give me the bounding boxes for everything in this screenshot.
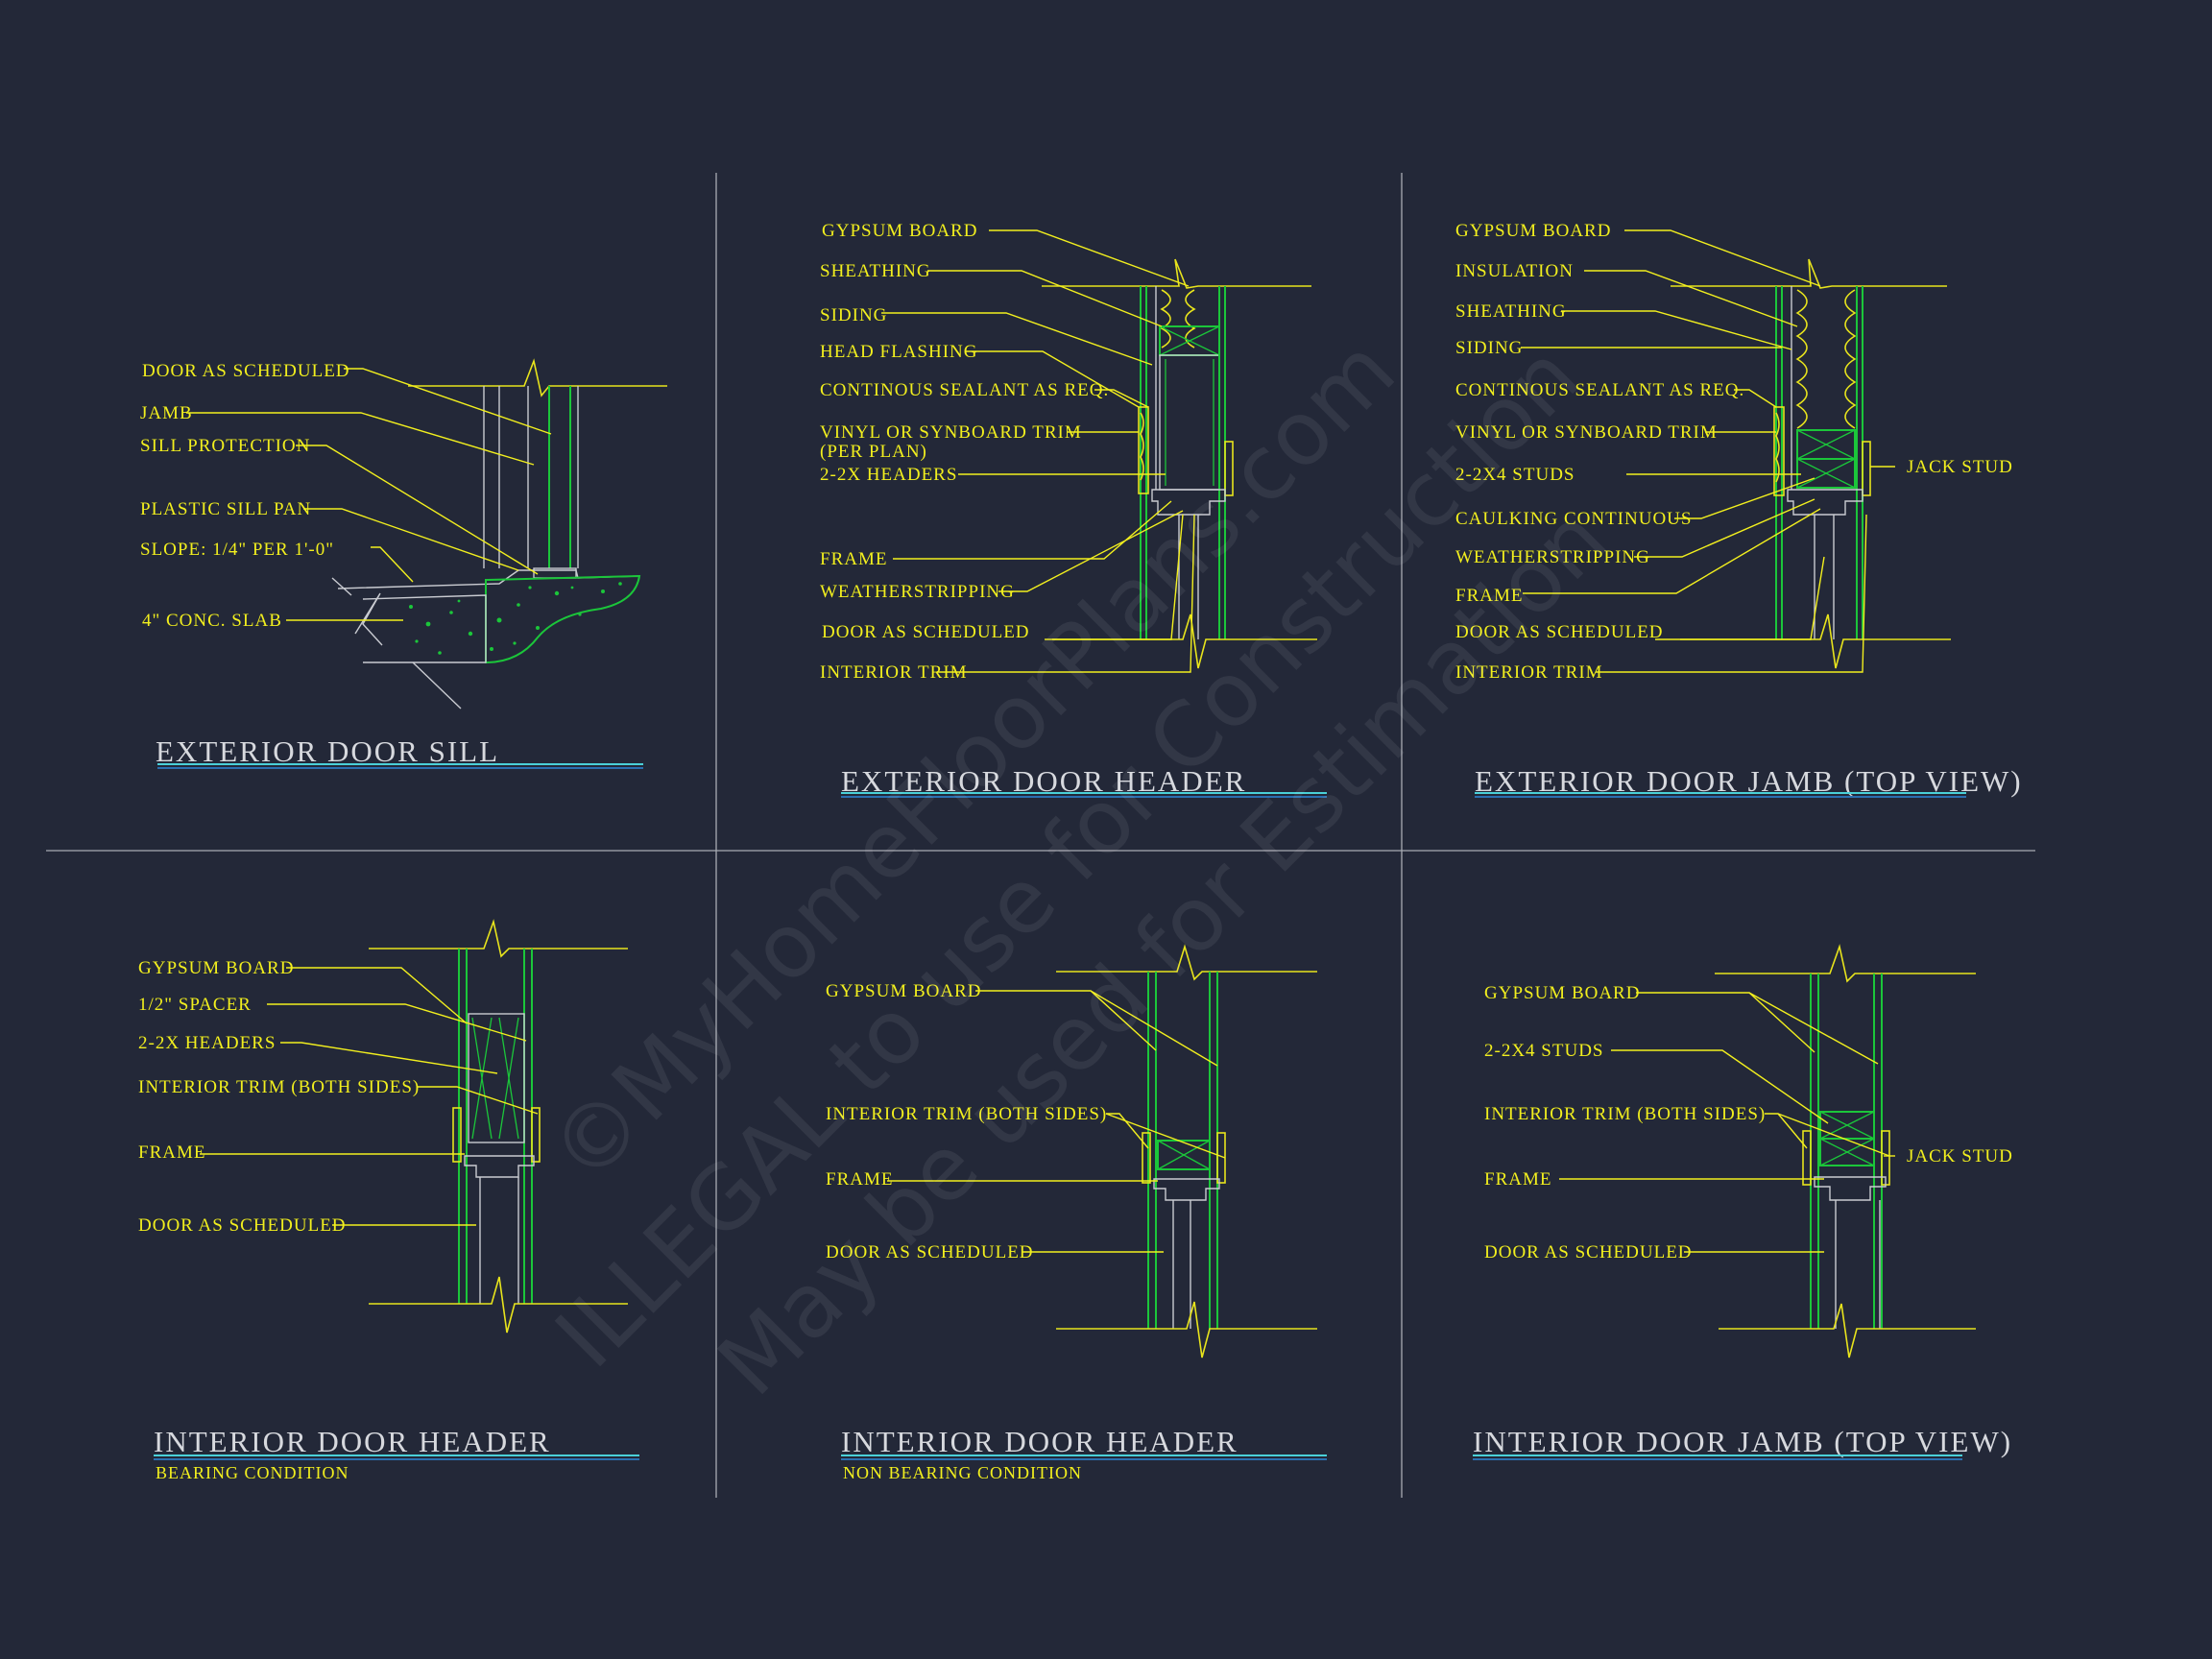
label-frame: FRAME	[138, 1142, 205, 1163]
int-header-bearing-leaders	[200, 967, 539, 1226]
label-weatherstripping: WEATHERSTRIPPING	[1455, 547, 1650, 567]
label-frame: FRAME	[820, 549, 887, 569]
label-interior-trim: INTERIOR TRIM	[1455, 662, 1603, 683]
panel-interior-door-header-nonbearing: GYPSUM BOARD INTERIOR TRIM (BOTH SIDES) …	[826, 944, 1327, 1482]
panel-exterior-door-header: GYPSUM BOARD SHEATHING SIDING HEAD FLASH…	[820, 221, 1327, 798]
label-slope: SLOPE: 1/4" PER 1'-0"	[140, 540, 334, 560]
label-siding: SIDING	[820, 305, 887, 325]
watermark: ©MyHomeFloorPlans.com ILLEGAL to use for…	[530, 319, 1626, 1415]
label-weatherstripping: WEATHERSTRIPPING	[820, 582, 1015, 602]
label-studs: 2-2X4 STUDS	[1484, 1041, 1603, 1061]
label-frame: FRAME	[1455, 586, 1523, 606]
label-door-as-scheduled: DOOR AS SCHEDULED	[822, 622, 1030, 642]
panel-exterior-door-jamb: GYPSUM BOARD INSULATION SHEATHING SIDING…	[1455, 221, 2021, 798]
label-siding: SIDING	[1455, 338, 1523, 358]
subtitle-non-bearing-condition: NON BEARING CONDITION	[843, 1463, 1082, 1482]
label-sill-protection: SILL PROTECTION	[140, 436, 310, 456]
panel-interior-door-header-bearing: GYPSUM BOARD 1/2" SPACER 2-2X HEADERS IN…	[138, 919, 639, 1482]
label-studs: 2-2X4 STUDS	[1455, 465, 1575, 485]
label-interior-trim: INTERIOR TRIM	[820, 662, 968, 683]
label-continous-sealant: CONTINOUS SEALANT AS REQ.	[820, 380, 1109, 400]
label-gypsum-board: GYPSUM BOARD	[1455, 221, 1611, 241]
label-caulking-continuous: CAULKING CONTINUOUS	[1455, 509, 1692, 529]
ext-jamb-leaders	[1521, 229, 1895, 673]
panel-dividers	[46, 173, 2035, 1498]
ext-header-drawing	[1042, 258, 1317, 669]
label-door-as-scheduled: DOOR AS SCHEDULED	[826, 1242, 1034, 1262]
label-interior-trim: INTERIOR TRIM (BOTH SIDES)	[138, 1077, 420, 1097]
label-gypsum-board: GYPSUM BOARD	[1484, 983, 1640, 1003]
label-door-as-scheduled: DOOR AS SCHEDULED	[138, 1215, 347, 1236]
label-jack-stud: JACK STUD	[1907, 1146, 2013, 1166]
label-spacer: 1/2" SPACER	[138, 995, 252, 1015]
ext-header-leaders	[881, 229, 1195, 673]
int-jamb-drawing	[1715, 944, 1976, 1358]
label-head-flashing: HEAD FLASHING	[820, 342, 977, 362]
title-interior-door-header-nonbearing: INTERIOR DOOR HEADER	[841, 1425, 1238, 1458]
label-gypsum-board: GYPSUM BOARD	[138, 958, 294, 978]
panel-exterior-door-sill: DOOR AS SCHEDULED JAMB SILL PROTECTION P…	[140, 358, 667, 769]
int-header-nonbearing-leaders	[887, 990, 1226, 1253]
label-insulation: INSULATION	[1455, 261, 1574, 281]
concrete-texture	[409, 582, 622, 655]
label-jamb: JAMB	[140, 403, 193, 423]
label-per-plan: (PER PLAN)	[820, 442, 927, 462]
label-vinyl-trim: VINYL OR SYNBOARD TRIM	[820, 422, 1082, 443]
label-gypsum-board: GYPSUM BOARD	[826, 981, 981, 1001]
title-interior-door-header-bearing: INTERIOR DOOR HEADER	[154, 1425, 551, 1458]
label-plastic-sill-pan: PLASTIC SILL PAN	[140, 499, 311, 519]
label-door-as-scheduled: DOOR AS SCHEDULED	[142, 361, 350, 381]
label-interior-trim: INTERIOR TRIM (BOTH SIDES)	[826, 1104, 1107, 1124]
label-continous-sealant: CONTINOUS SEALANT AS REQ.	[1455, 380, 1744, 400]
label-vinyl-trim: VINYL OR SYNBOARD TRIM	[1455, 422, 1718, 443]
label-headers: 2-2X HEADERS	[138, 1033, 276, 1053]
label-headers: 2-2X HEADERS	[820, 465, 957, 485]
panel-interior-door-jamb: GYPSUM BOARD 2-2X4 STUDS INTERIOR TRIM (…	[1473, 944, 2013, 1460]
sill-leaders	[186, 368, 552, 621]
label-conc-slab: 4" CONC. SLAB	[142, 611, 282, 631]
subtitle-bearing-condition: BEARING CONDITION	[156, 1463, 349, 1482]
label-sheathing: SHEATHING	[1455, 301, 1567, 322]
label-door-as-scheduled: DOOR AS SCHEDULED	[1455, 622, 1664, 642]
int-header-nonbearing-drawing	[1056, 944, 1317, 1358]
label-frame: FRAME	[826, 1169, 893, 1190]
label-frame: FRAME	[1484, 1169, 1551, 1190]
watermark-line-2: ILLEGAL to use for Construction	[537, 325, 1599, 1387]
title-interior-door-jamb: INTERIOR DOOR JAMB (TOP VIEW)	[1473, 1425, 2012, 1458]
label-gypsum-board: GYPSUM BOARD	[822, 221, 977, 241]
title-exterior-door-sill: EXTERIOR DOOR SILL	[156, 734, 499, 768]
label-door-as-scheduled: DOOR AS SCHEDULED	[1484, 1242, 1693, 1262]
sill-drawing	[331, 358, 667, 709]
label-jack-stud: JACK STUD	[1907, 457, 2013, 477]
label-interior-trim: INTERIOR TRIM (BOTH SIDES)	[1484, 1104, 1766, 1124]
label-sheathing: SHEATHING	[820, 261, 931, 281]
int-jamb-leaders	[1559, 992, 1895, 1253]
